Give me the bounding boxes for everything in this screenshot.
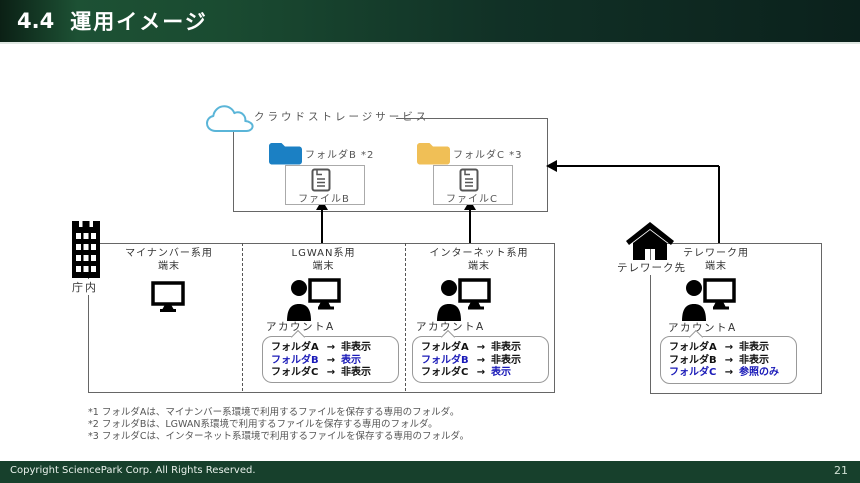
arrow-glyph: →: [476, 342, 486, 353]
file-c-icon: [459, 168, 479, 192]
telework-cloud-connector: [718, 166, 720, 244]
internet-terminal-label: インターネット系用 端末: [405, 247, 553, 273]
lgwan-visibility-callout: フォルダA → 非表示 フォルダB → 表示 フォルダC → 非表示: [262, 329, 399, 383]
telework-terminal-label-line2: 端末: [705, 261, 727, 272]
cloud-box-border-top: [396, 118, 547, 119]
mynumber-terminal-label-line2: 端末: [158, 261, 180, 272]
lgwan-row-folder-b: フォルダB → 表示: [271, 355, 390, 368]
arrow-glyph: →: [724, 354, 734, 366]
arrow-glyph: →: [724, 342, 734, 353]
lgwan-account-label: アカウントA: [266, 321, 335, 333]
cloud-icon: [206, 105, 254, 132]
visibility-value: 表示: [341, 354, 361, 366]
footnotes: *1 フォルダAは、マイナンバー系環境で利用するファイルを保存する専用のフォルダ…: [88, 407, 469, 444]
page-title: 運用イメージ: [70, 10, 208, 34]
visibility-value: 非表示: [341, 367, 371, 379]
lgwan-user-terminal-icon: [287, 278, 341, 321]
mynumber-monitor-icon: [151, 281, 185, 312]
telework-terminal-label-line1: テレワーク用: [683, 248, 749, 259]
folder-name: フォルダA: [271, 342, 319, 353]
page-number: 21: [834, 464, 848, 477]
footnote-2: *2 フォルダBは、LGWAN系環境で利用するファイルを保存する専用のフォルダ。: [88, 419, 438, 431]
telework-row-folder-b: フォルダB → 非表示: [669, 355, 788, 368]
telework-row-folder-a: フォルダA → 非表示: [669, 342, 788, 355]
visibility-value: 参照のみ: [739, 367, 779, 379]
telework-cloud-line: [557, 165, 719, 167]
arrow-glyph: →: [476, 367, 486, 379]
footnote-1: *1 フォルダAは、マイナンバー系環境で利用するファイルを保存する専用のフォルダ…: [88, 407, 460, 418]
lgwan-terminal-label-line2: 端末: [312, 261, 335, 272]
office-building-icon: [72, 221, 100, 278]
file-b-label: ファイルB: [298, 194, 350, 205]
telework-account-label: アカウントA: [668, 322, 737, 334]
internet-terminal-label-line1: インターネット系用: [429, 248, 529, 259]
folder-name: フォルダB: [271, 354, 319, 366]
mynumber-terminal-label-line1: マイナンバー系用: [125, 248, 213, 259]
lgwan-terminal-label: LGWAN系用 端末: [242, 247, 405, 273]
office-separator-2: [405, 243, 406, 391]
file-c-label: ファイルC: [446, 194, 498, 205]
telework-box: [650, 243, 822, 394]
internet-upload-line: [469, 209, 471, 244]
folder-name: フォルダC: [421, 367, 469, 379]
lgwan-row-folder-a: フォルダA → 非表示: [271, 342, 390, 355]
cloud-box-border-left: [233, 132, 234, 211]
internet-account-label: アカウントA: [416, 321, 485, 333]
file-b-icon: [311, 168, 331, 192]
office-location-label: 庁内: [61, 279, 109, 295]
telework-terminal-label: テレワーク用 端末: [656, 247, 776, 273]
telework-cloud-arrowhead: [546, 160, 557, 172]
folder-name: フォルダB: [669, 354, 717, 366]
office-separator-1: [242, 243, 243, 391]
cloud-box-border-bottom: [233, 211, 548, 212]
internet-upload-arrowhead: [464, 200, 476, 210]
arrow-glyph: →: [476, 354, 486, 366]
internet-row-folder-c: フォルダC → 表示: [421, 367, 540, 380]
arrow-glyph: →: [326, 342, 336, 353]
arrow-glyph: →: [724, 367, 734, 379]
visibility-value: 非表示: [341, 342, 371, 353]
folder-name: フォルダC: [669, 367, 717, 379]
office-box: [88, 243, 555, 393]
internet-terminal-label-line2: 端末: [468, 261, 490, 272]
lgwan-upload-line: [321, 209, 323, 244]
folder-name: フォルダB: [421, 354, 469, 366]
internet-visibility-callout: フォルダA → 非表示 フォルダB → 非表示 フォルダC → 表示: [412, 329, 549, 383]
copyright-text: Copyright SciencePark Corp. All Rights R…: [10, 465, 256, 476]
folder-name: フォルダA: [669, 342, 717, 353]
slide-header: 4.4 運用イメージ: [0, 0, 860, 44]
telework-location-label: テレワーク先: [615, 260, 688, 275]
visibility-value: 表示: [491, 367, 511, 379]
visibility-value: 非表示: [739, 342, 769, 353]
folder-c-label: フォルダC *3: [453, 150, 523, 161]
folder-name: フォルダA: [421, 342, 469, 353]
telework-user-terminal-icon: [682, 278, 736, 321]
arrow-glyph: →: [326, 354, 336, 366]
visibility-value: 非表示: [491, 354, 521, 366]
internet-row-folder-b: フォルダB → 非表示: [421, 355, 540, 368]
folder-b-label: フォルダB *2: [305, 150, 375, 161]
lgwan-row-folder-c: フォルダC → 非表示: [271, 367, 390, 380]
section-number: 4.4: [17, 9, 55, 33]
internet-row-folder-a: フォルダA → 非表示: [421, 342, 540, 355]
folder-c-icon: [417, 143, 450, 165]
folder-b-icon: [269, 143, 302, 165]
arrow-glyph: →: [326, 367, 336, 379]
visibility-value: 非表示: [739, 354, 769, 366]
lgwan-terminal-label-line1: LGWAN系用: [291, 248, 356, 259]
footnote-3: *3 フォルダCは、インターネット系環境で利用するファイルを保存する専用のフォル…: [88, 431, 470, 443]
cloud-service-label: クラウドストレージサービス: [254, 111, 430, 123]
visibility-value: 非表示: [491, 342, 521, 353]
mynumber-terminal-label: マイナンバー系用 端末: [96, 247, 242, 273]
slide-footer: Copyright SciencePark Corp. All Rights R…: [0, 461, 860, 483]
lgwan-upload-arrowhead: [316, 200, 328, 210]
telework-row-folder-c: フォルダC → 参照のみ: [669, 367, 788, 380]
telework-visibility-callout: フォルダA → 非表示 フォルダB → 非表示 フォルダC → 参照のみ: [660, 329, 797, 384]
telework-house-icon: [626, 222, 674, 261]
folder-name: フォルダC: [271, 367, 319, 379]
internet-user-terminal-icon: [437, 278, 491, 321]
